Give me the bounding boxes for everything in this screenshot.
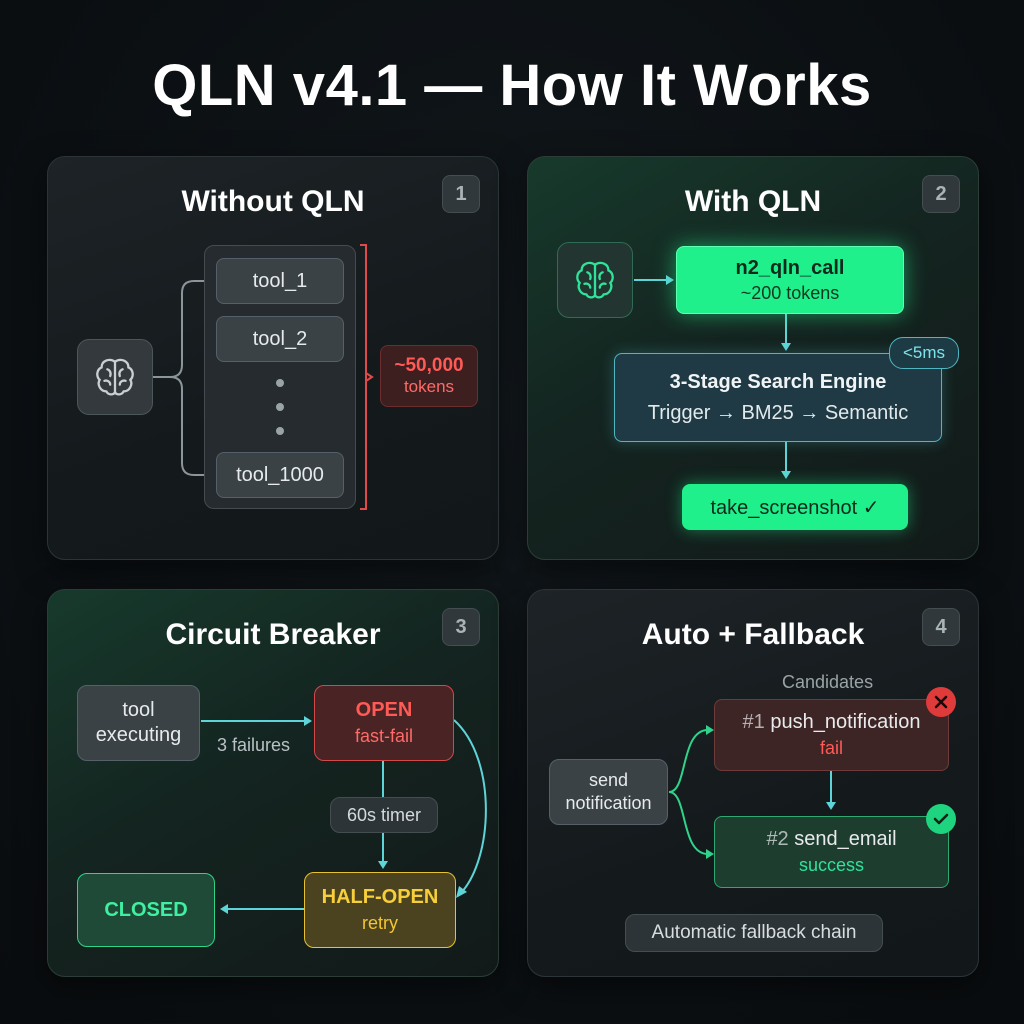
tool-executing-node: tool executing bbox=[77, 685, 200, 761]
open-state-node: OPEN fast-fail bbox=[314, 685, 454, 761]
brain-icon bbox=[96, 358, 134, 396]
send-line1: send bbox=[588, 770, 629, 790]
tool-item: tool_2 bbox=[216, 316, 344, 362]
candidate-name: push_notification bbox=[770, 711, 921, 733]
candidate-name: send_email bbox=[794, 828, 897, 850]
panel-with-qln: With QLN 2 n2_qln_call ~200 tokens 3-Sta… bbox=[527, 156, 979, 560]
timer-label: 60s timer bbox=[330, 797, 438, 833]
candidate-push-notification: #1 push_notification fail bbox=[714, 699, 949, 771]
llm-agent bbox=[77, 339, 153, 415]
send-notification-node: send notification bbox=[549, 759, 668, 825]
llm-agent bbox=[557, 242, 633, 318]
ellipsis-dot bbox=[276, 403, 284, 411]
engine-title: 3-Stage Search Engine bbox=[669, 370, 887, 393]
ellipsis-dot bbox=[276, 427, 284, 435]
call-name: n2_qln_call bbox=[735, 256, 845, 279]
panel-auto-fallback: Auto + Fallback 4 Candidates send notifi… bbox=[527, 589, 979, 977]
executing-line1: tool bbox=[122, 699, 155, 721]
candidate-status: fail bbox=[819, 738, 843, 758]
step-badge: 3 bbox=[442, 608, 480, 646]
result-node: take_screenshot ✓ bbox=[682, 484, 908, 530]
panel-title: With QLN bbox=[684, 185, 822, 218]
cross-icon bbox=[926, 687, 956, 717]
brain-icon bbox=[576, 261, 614, 299]
call-tokens: ~200 tokens bbox=[740, 282, 840, 303]
token-unit: tokens bbox=[403, 377, 455, 396]
panel-title: Circuit Breaker bbox=[165, 618, 381, 651]
search-engine-node: 3-Stage Search Engine Trigger → BM25 → S… bbox=[614, 353, 942, 442]
qln-call-node: n2_qln_call ~200 tokens bbox=[676, 246, 904, 314]
token-cost-badge: ~50,000 tokens bbox=[380, 345, 478, 407]
step-badge: 2 bbox=[922, 175, 960, 213]
ellipsis-dot bbox=[276, 379, 284, 387]
fallback-chain-label: Automatic fallback chain bbox=[625, 914, 883, 952]
latency-badge: <5ms bbox=[889, 337, 959, 369]
open-title: OPEN bbox=[355, 699, 413, 721]
candidate-send-email: #2 send_email success bbox=[714, 816, 949, 888]
panel-without-qln: Without QLN 1 tool_1 tool_2 tool_1000 ~5… bbox=[47, 156, 499, 560]
executing-line2: executing bbox=[95, 724, 182, 746]
failures-label: 3 failures bbox=[217, 735, 291, 755]
engine-stages: Trigger → BM25 → Semantic bbox=[647, 401, 909, 424]
closed-state-node: CLOSED bbox=[77, 873, 215, 947]
candidate-rank: #2 bbox=[766, 828, 789, 850]
candidate-status: success bbox=[798, 855, 865, 875]
half-sub: retry bbox=[362, 913, 398, 933]
panel-circuit-breaker: Circuit Breaker 3 tool executing 3 failu… bbox=[47, 589, 499, 977]
candidate-rank: #1 bbox=[742, 711, 765, 733]
panel-title: Auto + Fallback bbox=[641, 618, 865, 651]
candidates-label: Candidates bbox=[782, 672, 874, 692]
step-badge: 1 bbox=[442, 175, 480, 213]
token-count: ~50,000 bbox=[394, 355, 464, 376]
tool-item: tool_1000 bbox=[216, 452, 344, 498]
send-line2: notification bbox=[565, 793, 652, 813]
page-title: QLN v4.1 — How It Works bbox=[152, 53, 872, 118]
panel-title: Without QLN bbox=[181, 185, 365, 218]
open-sub: fast-fail bbox=[354, 726, 414, 746]
half-title: HALF-OPEN bbox=[321, 886, 439, 908]
half-open-state-node: HALF-OPEN retry bbox=[304, 872, 456, 948]
step-badge: 4 bbox=[922, 608, 960, 646]
tool-item: tool_1 bbox=[216, 258, 344, 304]
check-icon bbox=[926, 804, 956, 834]
